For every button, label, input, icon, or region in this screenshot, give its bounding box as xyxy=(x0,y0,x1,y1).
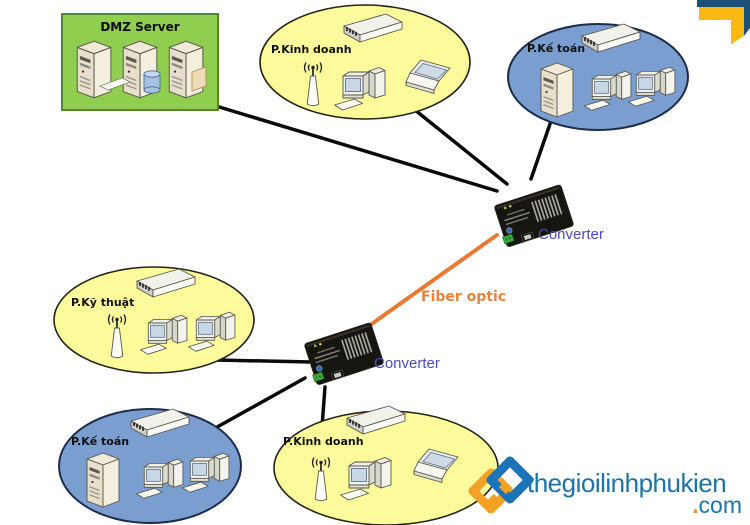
dmz-label: DMZ Server xyxy=(100,20,179,34)
link-kythuat-to-converter-bottom xyxy=(213,358,314,364)
link-ketoan-bottom-to-converter-bottom xyxy=(208,376,307,433)
link-ketoan-top-to-converter-top xyxy=(529,119,553,181)
link-kinhdoanh-top-to-converter-top xyxy=(413,108,509,186)
group-label-kinhdoanh-top: P.Kinh doanh xyxy=(271,43,352,56)
logo-domain: .com xyxy=(692,492,742,518)
database-accessory-icon xyxy=(143,70,161,94)
group-label-kythuat: P.Kỹ thuật xyxy=(71,296,134,309)
media-converter-bottom xyxy=(302,322,385,387)
corner-decoration-yellow xyxy=(699,7,744,45)
page-accessory-icon xyxy=(191,66,207,92)
tower-pc-icon xyxy=(86,452,120,508)
link-dmz-to-converter-top xyxy=(214,104,499,193)
converter-top-label: Converter xyxy=(538,226,604,243)
site-logo: thegioilinhphukien .com xyxy=(468,456,742,518)
converter-bottom-label: Converter xyxy=(374,355,440,372)
logo-name: thegioilinhphukien xyxy=(527,468,726,498)
tower-pc-icon xyxy=(540,62,574,118)
dmz-servers xyxy=(76,40,207,99)
group-label-kinhdoanh-bottom: P.Kinh doanh xyxy=(283,435,364,448)
fiber-optic-label: Fiber optic xyxy=(421,289,506,305)
corner-decoration-navy xyxy=(697,0,750,36)
card-accessory-icon xyxy=(98,77,132,91)
fiber-optic-link xyxy=(364,233,499,330)
logo-link-icon xyxy=(468,456,534,514)
group-label-ketoan-bottom: P.Kế toán xyxy=(71,435,129,448)
group-label-ketoan-top: P.Kế toán xyxy=(527,42,585,55)
